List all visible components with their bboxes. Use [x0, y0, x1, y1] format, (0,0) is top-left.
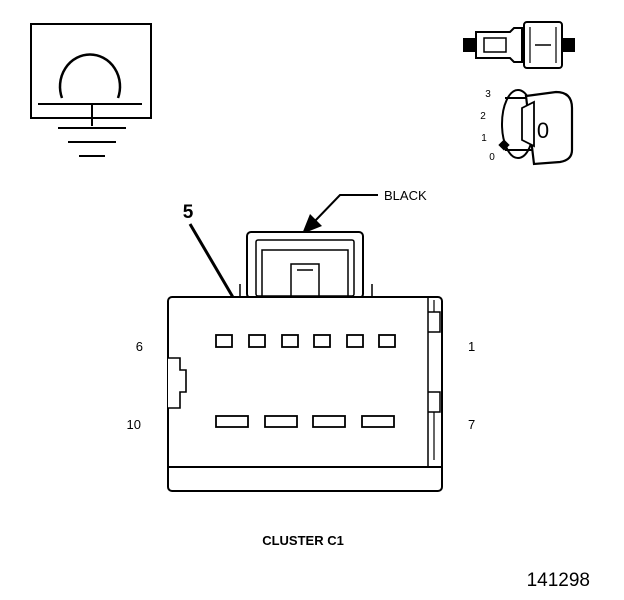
pin-cavity-8 — [312, 415, 346, 428]
key-position-1: 1 — [481, 133, 487, 144]
pin-cavity-2 — [346, 334, 364, 348]
pin-label-top-right: 1 — [468, 339, 475, 354]
pin-cavity-7 — [361, 415, 395, 428]
figure-number: 141298 — [527, 570, 590, 591]
top-row-cavities — [215, 334, 396, 348]
connector-housing — [167, 231, 443, 492]
pin-label-bottom-left: 10 — [127, 417, 141, 432]
connector-color-label: BLACK — [384, 188, 427, 203]
key-current-position: 0 — [537, 118, 549, 143]
pin-cavity-1 — [378, 334, 396, 348]
pin-cavity-4 — [281, 334, 299, 348]
pin-cavity-3 — [313, 334, 331, 348]
pin-cavity-6 — [215, 334, 233, 348]
key-position-0: 0 — [489, 152, 495, 163]
inline-connector-icon — [463, 21, 575, 69]
pin-label-bottom-right: 7 — [468, 417, 475, 432]
connector-name: CLUSTER C1 — [262, 533, 344, 548]
key-position-2: 2 — [480, 111, 486, 122]
pin-cavity-10 — [215, 415, 249, 428]
key-position-3: 3 — [485, 89, 491, 100]
color-leader-arrow — [302, 194, 378, 234]
pin-cavity-5 — [248, 334, 266, 348]
bottom-row-cavities — [215, 415, 395, 428]
pin-label-top-left: 6 — [136, 339, 143, 354]
pin-callout-number: 5 — [183, 202, 194, 223]
ground-symbol-icon — [30, 23, 152, 157]
pin-cavity-9 — [264, 415, 298, 428]
ignition-key-icon — [498, 89, 574, 166]
